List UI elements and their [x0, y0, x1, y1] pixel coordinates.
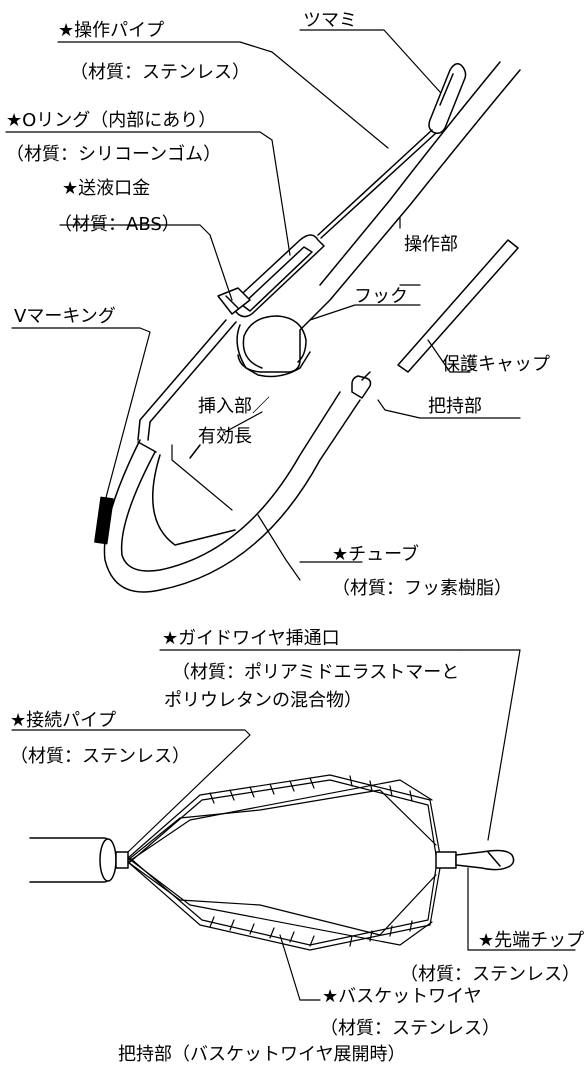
- label-protective-cap: 保護キャップ: [442, 354, 550, 375]
- label-fluid-port: ★送液口金: [62, 178, 150, 199]
- label-effective-length: 有効長: [198, 426, 252, 447]
- label-knob: ツマミ: [303, 10, 357, 31]
- callout-lines-lower: [11, 649, 576, 1001]
- label-guidewire-material-2: ポリウレタンの混合物）: [164, 690, 362, 711]
- grasping-tip: [351, 371, 372, 399]
- label-operating-section: 操作部: [404, 234, 458, 255]
- callout-lines-upper: [5, 29, 521, 581]
- length-indicator: [151, 444, 236, 546]
- handle-body: [237, 61, 521, 373]
- figure-caption: 把持部（バスケットワイヤ展開時）: [118, 1044, 405, 1065]
- label-connecting-pipe-material: （材質：ステンレス）: [10, 746, 190, 767]
- label-grasping-section: 把持部: [428, 396, 482, 417]
- connecting-sheath: [29, 837, 129, 883]
- label-guidewire-port: ★ガイドワイヤ挿通口: [162, 628, 340, 649]
- insertion-shaft: [137, 319, 237, 441]
- label-v-marking: Vマーキング: [14, 306, 116, 327]
- label-operating-pipe: ★操作パイプ: [58, 20, 164, 41]
- slider-block: [229, 234, 325, 318]
- label-basket-wire-material: （材質：ステンレス）: [320, 1018, 500, 1039]
- tip-assembly: [435, 849, 515, 871]
- label-tip-material: （材質：ステンレス）: [400, 964, 580, 985]
- label-oring-material: （材質：シリコーンゴム）: [6, 144, 221, 165]
- protective-cap: [397, 239, 519, 373]
- basket-wires: [127, 774, 441, 951]
- label-oring: ★Oリング（内部にあり）: [6, 110, 216, 131]
- label-operating-pipe-material: （材質：ステンレス）: [70, 62, 250, 83]
- label-hook: フック: [354, 286, 408, 307]
- label-fluid-port-material: （材質：ABS）: [54, 214, 180, 235]
- label-connecting-pipe: ★接続パイプ: [10, 710, 116, 731]
- label-tip: ★先端チップ: [478, 930, 584, 951]
- label-tube-material: （材質：フッ素樹脂）: [332, 578, 512, 599]
- label-basket-wire: ★バスケットワイヤ: [322, 986, 482, 1007]
- hook: [236, 315, 311, 378]
- label-tube: ★チューブ: [332, 543, 419, 565]
- v-marking: [94, 496, 114, 545]
- label-guidewire-material-1: （材質：ポリアミドエラストマーと: [172, 662, 459, 683]
- knob: [428, 63, 467, 135]
- fluid-port: [217, 287, 251, 315]
- label-insertion-section: 挿入部／: [198, 396, 270, 417]
- operating-pipe: [317, 129, 437, 239]
